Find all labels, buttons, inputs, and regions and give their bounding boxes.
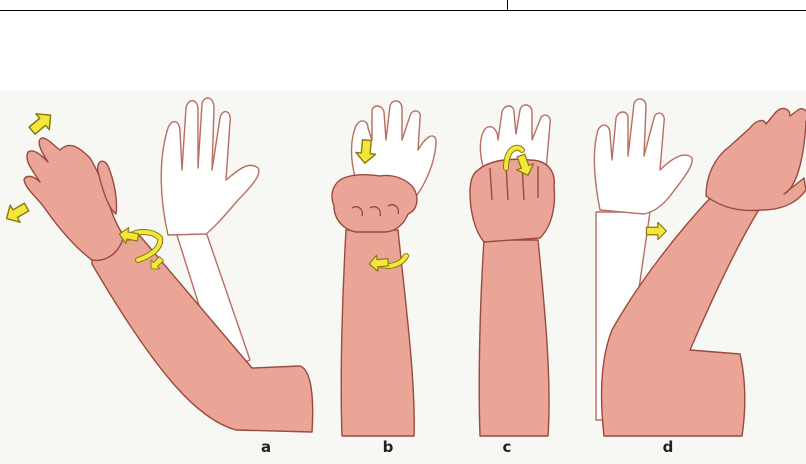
skin-arm-b xyxy=(332,175,417,436)
panel-label-d: d xyxy=(653,438,683,456)
skin-arm-c xyxy=(470,159,554,436)
panel-label-b: b xyxy=(373,438,403,456)
panel-label-a: a xyxy=(251,438,281,456)
panel-label-c: c xyxy=(492,438,522,456)
